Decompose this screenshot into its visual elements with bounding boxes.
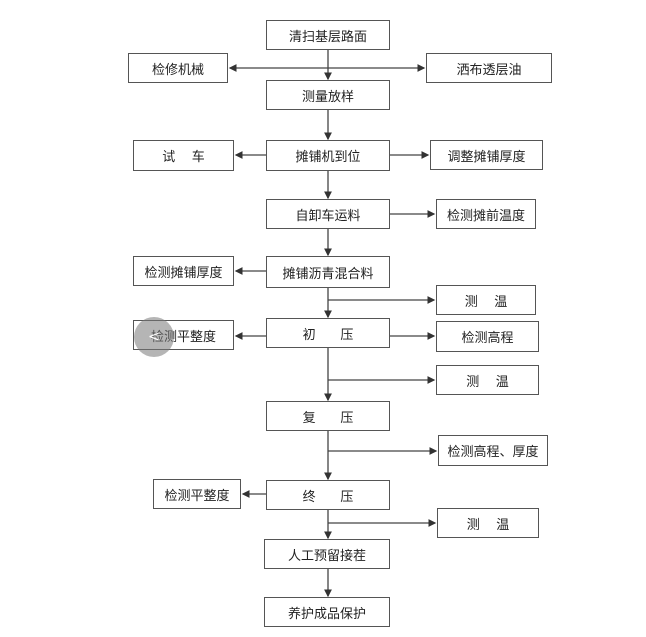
node-initial-compaction: 初 压 bbox=[266, 318, 390, 348]
node-dump-truck-transport: 自卸车运料 bbox=[266, 199, 390, 229]
node-survey-layout: 测量放样 bbox=[266, 80, 390, 110]
node-intermediate-compaction: 复 压 bbox=[266, 401, 390, 431]
node-clean-base: 清扫基层路面 bbox=[266, 20, 390, 50]
node-adjust-paving-thickness: 调整摊铺厚度 bbox=[430, 140, 543, 170]
node-check-pre-paving-temp: 检测摊前温度 bbox=[436, 199, 536, 229]
node-curing-protection: 养护成品保护 bbox=[264, 597, 390, 627]
node-measure-temp-2: 测 温 bbox=[436, 365, 539, 395]
node-paver-in-place: 摊铺机到位 bbox=[266, 140, 390, 171]
node-measure-temp-3: 测 温 bbox=[437, 508, 539, 538]
node-measure-temp-1: 测 温 bbox=[436, 285, 536, 315]
node-check-elevation-thickness: 检测高程、厚度 bbox=[438, 435, 548, 466]
node-spray-prime-oil: 洒布透层油 bbox=[426, 53, 552, 83]
touch-cursor-indicator: < bbox=[134, 317, 174, 357]
node-pave-asphalt-mix: 摊铺沥青混合料 bbox=[266, 256, 390, 288]
node-repair-machinery: 检修机械 bbox=[128, 53, 228, 83]
node-check-flatness-2: 检测平整度 bbox=[153, 479, 241, 509]
node-check-paving-thickness: 检测摊铺厚度 bbox=[133, 256, 234, 286]
node-final-compaction: 终 压 bbox=[266, 480, 390, 510]
node-check-elevation: 检测高程 bbox=[436, 321, 539, 352]
node-manual-joint: 人工预留接茬 bbox=[264, 539, 390, 569]
node-test-run: 试 车 bbox=[133, 140, 234, 171]
chevron-left-icon: < bbox=[148, 329, 160, 345]
